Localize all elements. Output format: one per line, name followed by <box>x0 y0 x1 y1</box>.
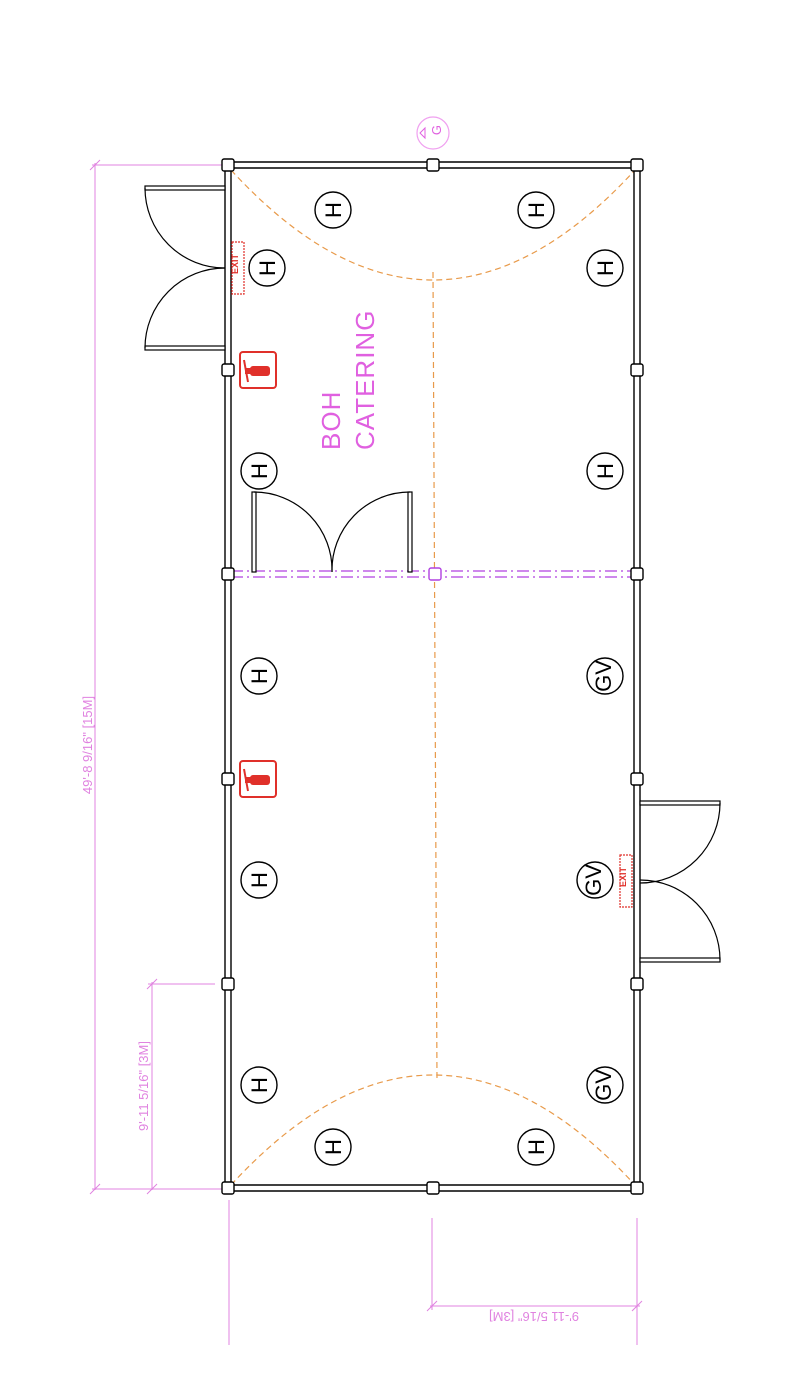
fixture-label: H <box>247 463 272 479</box>
heater-fixture: H <box>517 1128 555 1166</box>
fixture-circle <box>240 452 278 490</box>
heater-fixture: H <box>240 452 278 490</box>
heater-fixture: H <box>240 1066 278 1104</box>
dimension-overall <box>89 159 225 1195</box>
heater-fixture: H <box>517 191 555 229</box>
fixture-label: GV <box>591 1069 616 1101</box>
fixture-circle <box>576 861 614 899</box>
fixture-label: H <box>524 202 549 218</box>
grid-marker-icon: G <box>416 116 450 150</box>
dimension-width <box>228 1200 643 1345</box>
fixture-label: H <box>524 1139 549 1155</box>
dimension-bay-label: 9'-11 5/16" [3M] <box>136 1041 151 1131</box>
fixtures: H H H H H H H H H H H GV GV GV <box>240 191 624 1166</box>
fixture-label: H <box>321 202 346 218</box>
fixture-label: GV <box>591 660 616 692</box>
exit-sign-icon: EXIT <box>618 854 633 908</box>
dimension-overall-label: 49'-8 9/16" [15M] <box>80 696 95 794</box>
fixture-circle <box>517 191 555 229</box>
fire-extinguisher-icon <box>239 760 277 798</box>
fixture-circle <box>586 657 624 695</box>
fixture-circle <box>517 1128 555 1166</box>
fixture-label: H <box>247 872 272 888</box>
fixture-label: H <box>321 1139 346 1155</box>
heater-fixture: H <box>240 861 278 899</box>
fixture-circle <box>240 861 278 899</box>
svg-text:EXIT: EXIT <box>618 867 628 888</box>
heater-fixture: H <box>314 1128 352 1166</box>
fixture-label: H <box>593 260 618 276</box>
room-label: BOH CATERING <box>316 310 380 450</box>
heater-fixture: H <box>586 249 624 287</box>
tent-ridge-lines <box>230 169 636 1186</box>
tent-posts <box>221 158 644 1195</box>
fixture-label: GV <box>581 864 606 896</box>
fixture-circle <box>314 1128 352 1166</box>
fixture-circle <box>240 1066 278 1104</box>
fixture-circle <box>586 452 624 490</box>
svg-text:BOH: BOH <box>316 391 346 450</box>
fixture-label: H <box>593 463 618 479</box>
dimension-bay <box>146 978 225 1195</box>
heater-fixture: H <box>314 191 352 229</box>
fixture-label: H <box>247 1077 272 1093</box>
double-door-icon <box>144 185 721 963</box>
gv-fixture: GV <box>586 1066 624 1104</box>
svg-text:EXIT: EXIT <box>230 254 240 275</box>
fixture-circle <box>248 249 286 287</box>
gv-fixture: GV <box>586 657 624 695</box>
heater-fixture: H <box>586 452 624 490</box>
svg-text:G: G <box>429 125 444 135</box>
fire-extinguisher-icon <box>239 351 277 389</box>
fixture-label: H <box>247 668 272 684</box>
exit-sign-icon: EXIT <box>230 241 245 295</box>
gv-fixture: GV <box>576 861 614 899</box>
heater-fixture: H <box>248 249 286 287</box>
dimension-width-label: 9'-11 5/16" [3M] <box>489 1309 579 1324</box>
fixture-circle <box>586 249 624 287</box>
tent-walls <box>224 161 641 1192</box>
fixture-circle <box>240 657 278 695</box>
heater-fixture: H <box>240 657 278 695</box>
fixture-circle <box>586 1066 624 1104</box>
fixture-label: H <box>255 260 280 276</box>
fixture-circle <box>314 191 352 229</box>
svg-text:CATERING: CATERING <box>350 310 380 450</box>
